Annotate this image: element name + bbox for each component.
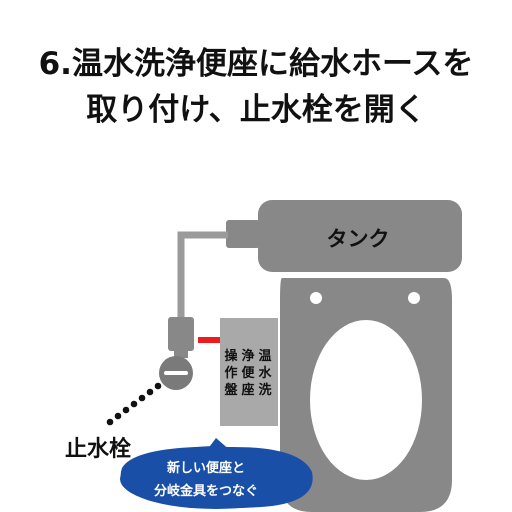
control-panel xyxy=(220,318,278,426)
page-title-line-1: 6.温水洗浄便座に給水ホースを xyxy=(38,46,474,82)
panel-column-3: 操作盤 xyxy=(223,348,238,398)
valve-label: 止水栓 xyxy=(65,437,131,462)
page-title-line-2: 取り付け、止水栓を開く xyxy=(86,92,426,128)
valve-leader-dots xyxy=(106,382,162,426)
tank-label: タンク xyxy=(327,227,390,251)
toilet-tank xyxy=(258,200,462,272)
panel-column-1: 温水洗 xyxy=(258,349,272,398)
callout-line-1: 新しい便座と xyxy=(167,460,245,476)
control-panel-text: 温水洗 浄便座 操作盤 xyxy=(223,348,272,398)
branch-fitting xyxy=(168,317,194,351)
callout-pointer xyxy=(204,438,232,454)
panel-column-2: 浄便座 xyxy=(240,348,255,398)
supply-pipe xyxy=(177,231,228,322)
toilet-bowl-opening xyxy=(310,320,422,480)
seat-bolt-right xyxy=(408,292,420,304)
tank-inlet-connector xyxy=(226,220,260,248)
callout-bubble-body xyxy=(120,449,312,509)
branch-fitting-stem xyxy=(174,348,188,358)
seat-bolt-left xyxy=(310,292,322,304)
callout-line-2: 分岐金具をつなぐ xyxy=(154,483,258,499)
